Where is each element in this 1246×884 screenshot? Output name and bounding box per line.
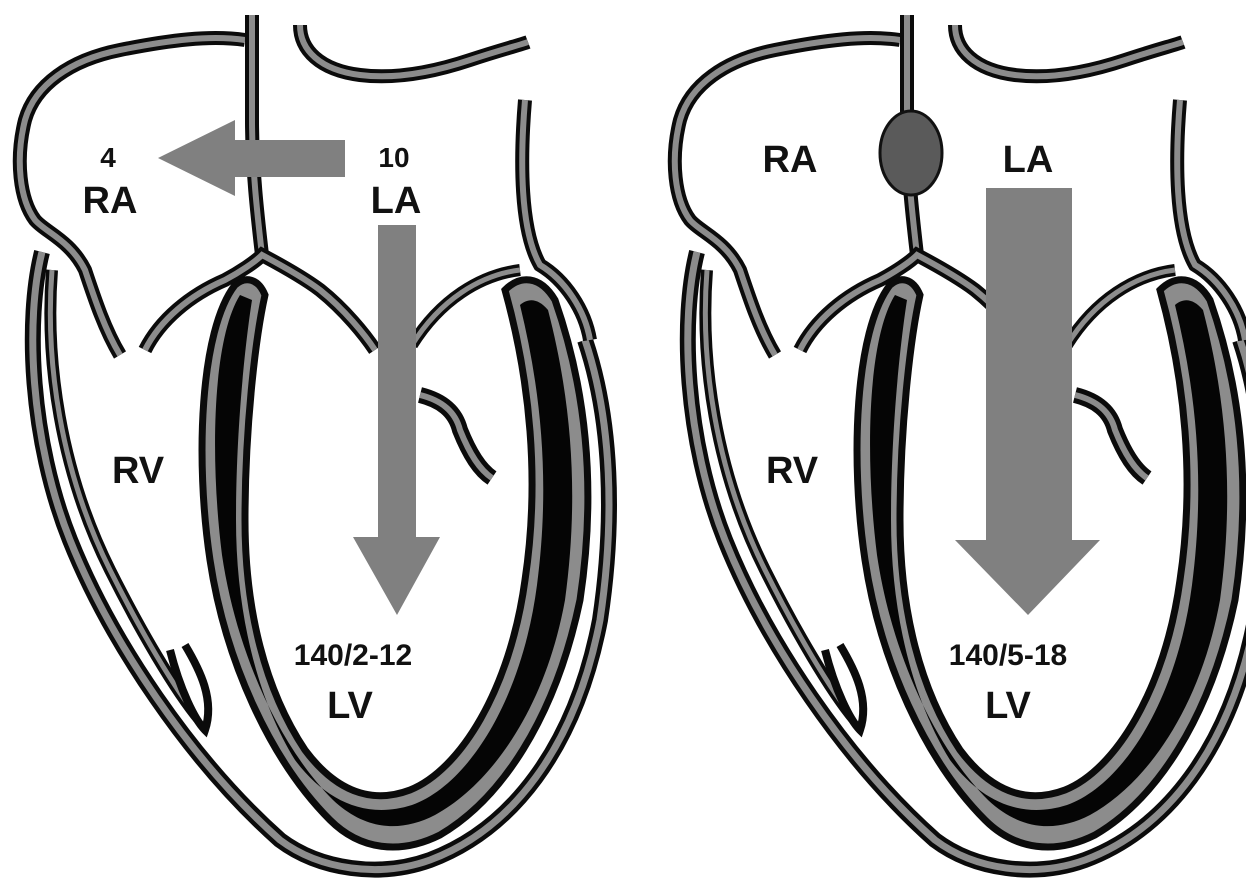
lv-label-left: LV [327,685,373,727]
septal-occluder [880,111,942,195]
rv-label-left: RV [112,450,165,492]
lv-pressure-right: 140/5-18 [949,639,1067,672]
right-heart-diagram: RA LA RV 140/5-18 LV [675,15,1246,870]
ra-pressure-left: 4 [100,142,116,173]
la-label-left: LA [371,180,422,222]
left-mitral-flow-arrow [353,225,440,615]
la-pressure-left: 10 [378,142,409,173]
ra-label-right: RA [763,139,818,181]
left-heart-diagram: 4 RA 10 LA RV 140/2-12 LV [20,15,609,870]
la-label-right: LA [1003,139,1054,181]
rv-label-right: RV [766,450,819,492]
lv-label-right: LV [985,685,1031,727]
lv-pressure-left: 140/2-12 [294,639,412,672]
ra-label-left: RA [83,180,138,222]
